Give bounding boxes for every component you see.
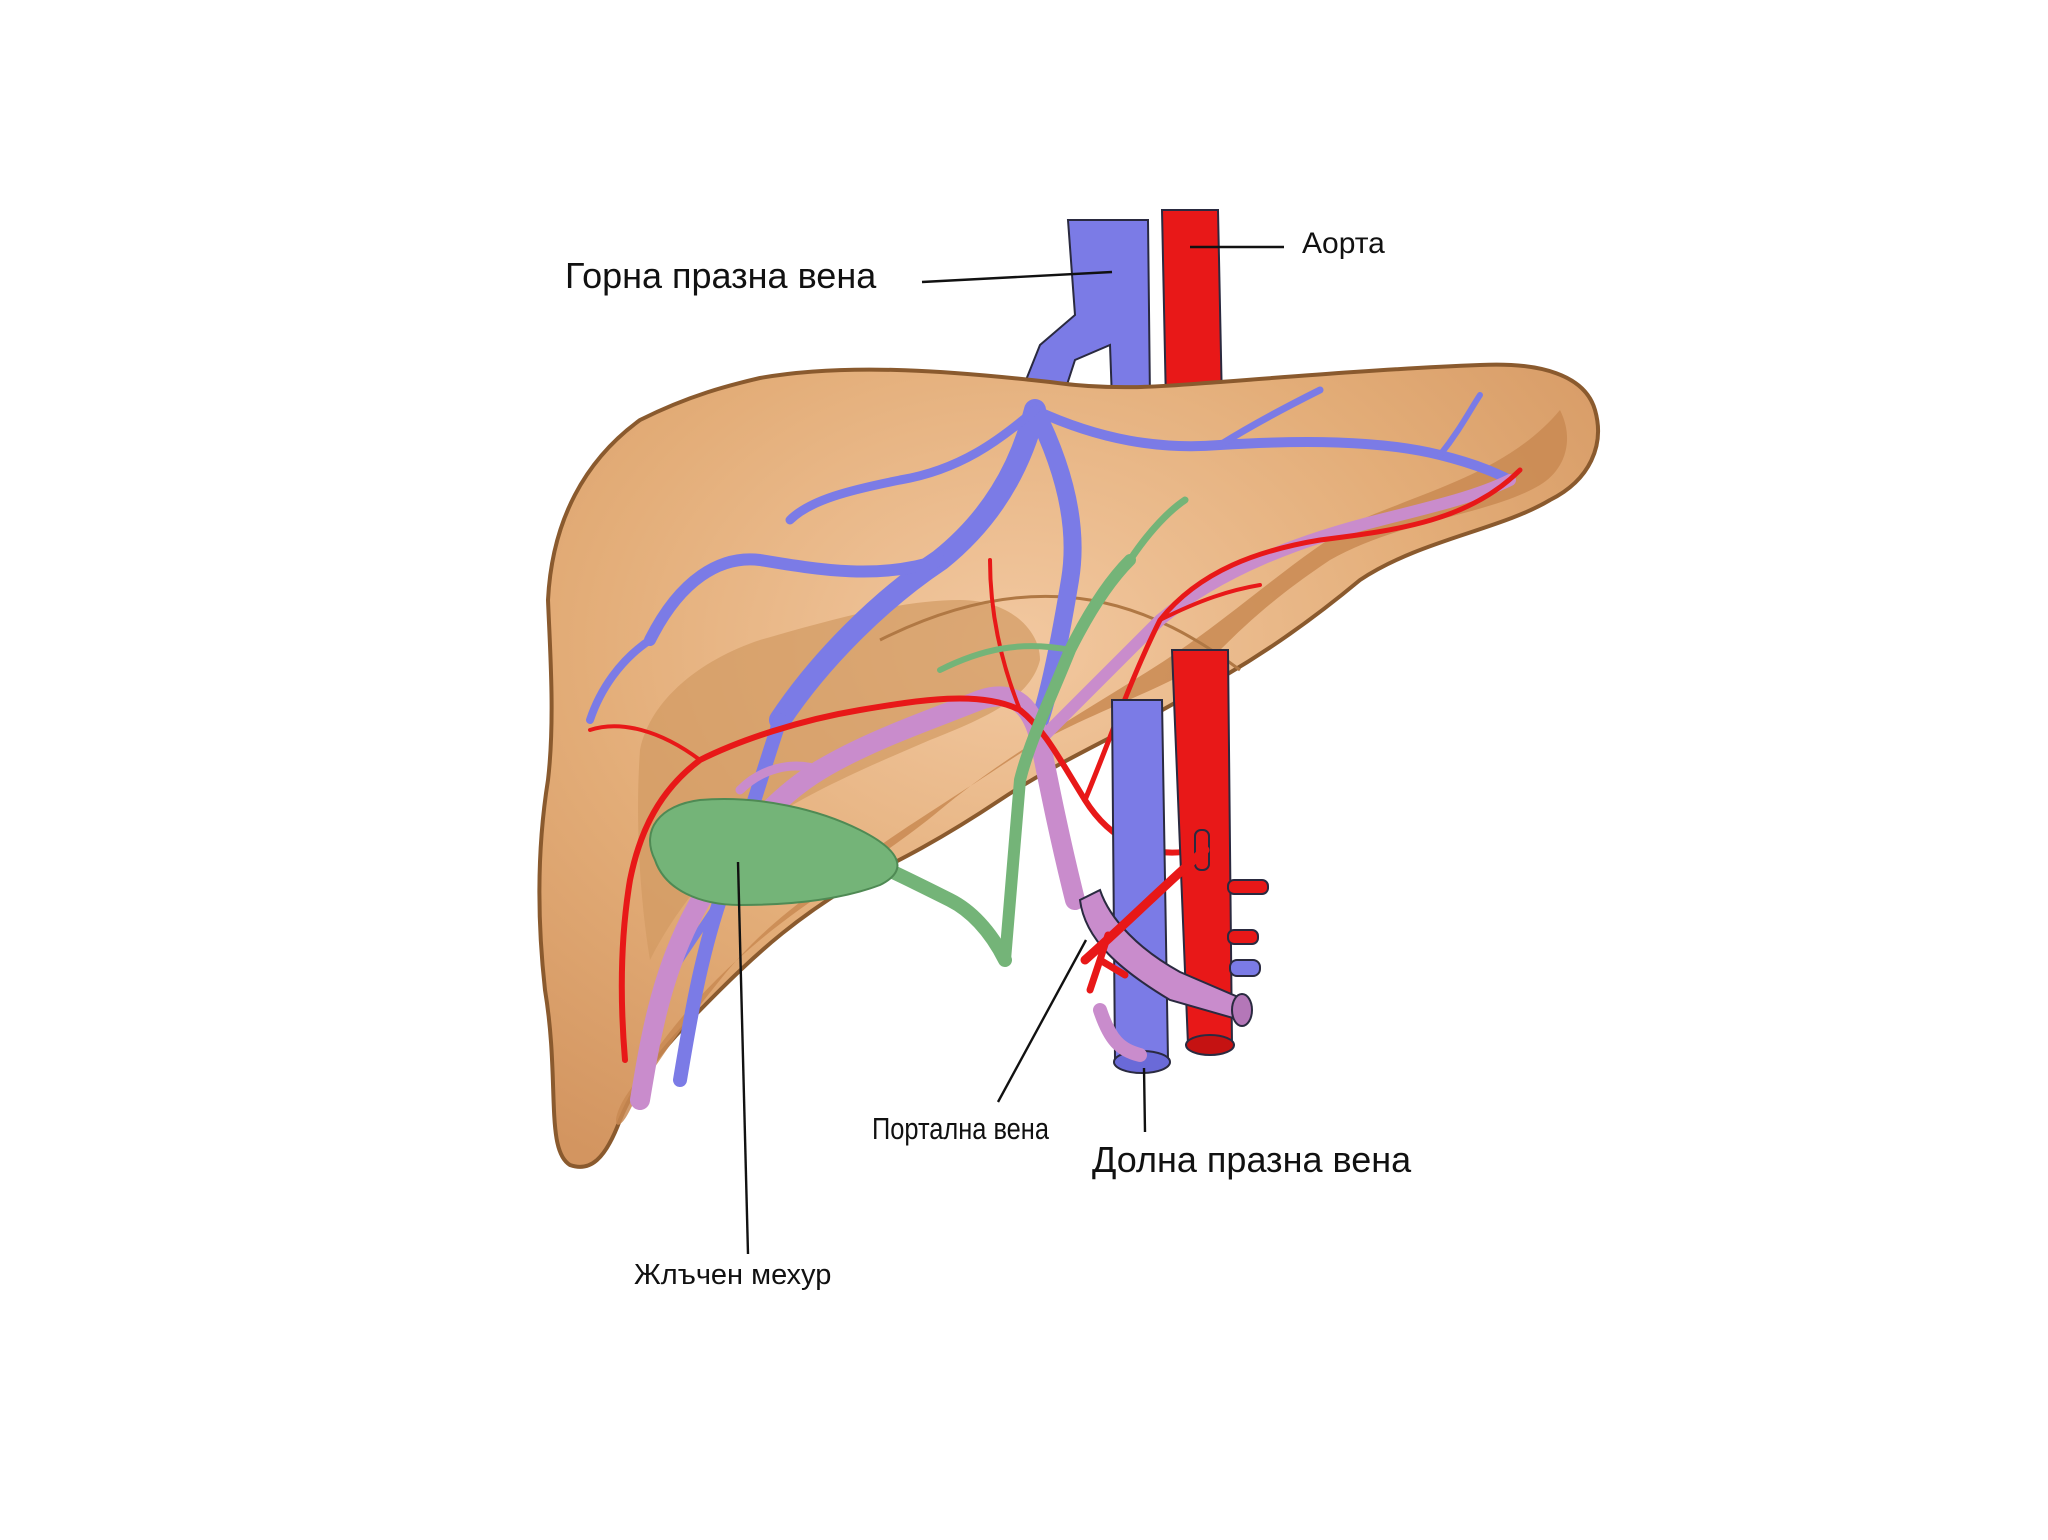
aorta-side-branches: [1194, 829, 1269, 945]
ivc-side-branches: [1229, 959, 1261, 977]
aorta-vessel-upper: [1160, 209, 1224, 406]
hepatic-artery-fork: [1086, 931, 1129, 994]
superior-vena-cava-vessel: [1016, 219, 1152, 401]
aorta-opening: [1185, 1034, 1235, 1056]
leader-gallbladder: [736, 861, 750, 1255]
label-portal-vein: Портална вена: [872, 1112, 1049, 1147]
inferior-vena-cava-vessel: [1110, 699, 1170, 1061]
hepatic-artery-trunk: [1080, 845, 1210, 965]
portal-lower-branch: [1093, 1003, 1147, 1062]
gallbladder-shape: [649, 798, 899, 907]
liver-left-lobe-shadow: [638, 600, 1040, 960]
label-superior-vena-cava: Горна празна вена: [565, 255, 877, 296]
liver-ridge-line: [879, 594, 1241, 672]
label-aorta: Аорта: [1302, 227, 1385, 260]
leader-inferior-vena-cava: [1142, 1067, 1147, 1133]
portal-vein-opening: [1231, 993, 1253, 1027]
label-inferior-vena-cava: Долна празна вена: [1092, 1139, 1412, 1180]
leader-superior-vena-cava: [921, 270, 1113, 284]
leader-portal-vein: [996, 939, 1088, 1103]
label-gallbladder: Жлъчен мехур: [634, 1259, 831, 1291]
liver-underside-shadow: [616, 410, 1568, 1125]
portal-vein-branches: [630, 474, 1516, 1110]
